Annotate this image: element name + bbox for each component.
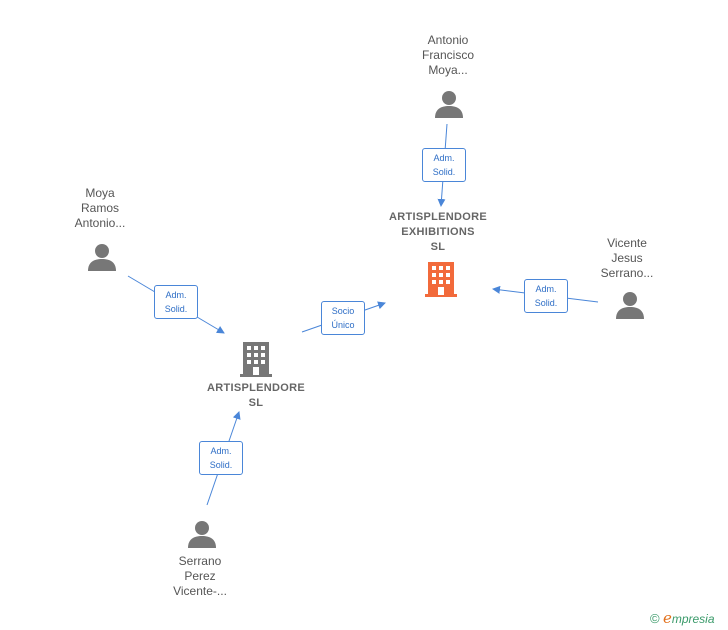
- person-name-label: Antonio Francisco Moya...: [421, 33, 474, 77]
- person-icon: [188, 521, 216, 548]
- person-node-vicente[interactable]: Vicente Jesus Serrano...: [577, 236, 677, 281]
- brand-logo: © empresia: [650, 609, 715, 627]
- company-name-label: ARTISPLENDORE EXHIBITIONS SL: [388, 211, 488, 253]
- person-node-antonio[interactable]: Antonio Francisco Moya...: [398, 33, 498, 78]
- edge-label-right: Adm.Solid.: [524, 279, 568, 313]
- building-icon: [240, 342, 272, 377]
- brand-name: mpresia: [671, 612, 715, 626]
- person-node-moya[interactable]: Moya Ramos Antonio...: [50, 186, 150, 231]
- copyright-symbol: ©: [650, 611, 660, 626]
- person-node-serrano[interactable]: Serrano Perez Vicente-...: [150, 554, 250, 599]
- person-name-label: Moya Ramos Antonio...: [74, 186, 126, 230]
- person-icon: [435, 91, 463, 118]
- company-node-sub[interactable]: ARTISPLENDORE SL: [186, 381, 326, 411]
- edge-label-left: Adm.Solid.: [154, 285, 198, 319]
- person-name-label: Vicente Jesus Serrano...: [600, 236, 654, 280]
- person-name-label: Serrano Perez Vicente-...: [173, 554, 227, 598]
- edge-label-top: Adm.Solid.: [422, 148, 466, 182]
- person-icon: [616, 292, 644, 319]
- building-icon: [425, 262, 457, 297]
- person-icon: [88, 244, 116, 271]
- edge-label-bottom: Adm.Solid.: [199, 441, 243, 475]
- company-node-main[interactable]: ARTISPLENDORE EXHIBITIONS SL: [368, 210, 508, 255]
- company-name-label: ARTISPLENDORE SL: [206, 382, 306, 409]
- brand-initial: e: [662, 609, 672, 627]
